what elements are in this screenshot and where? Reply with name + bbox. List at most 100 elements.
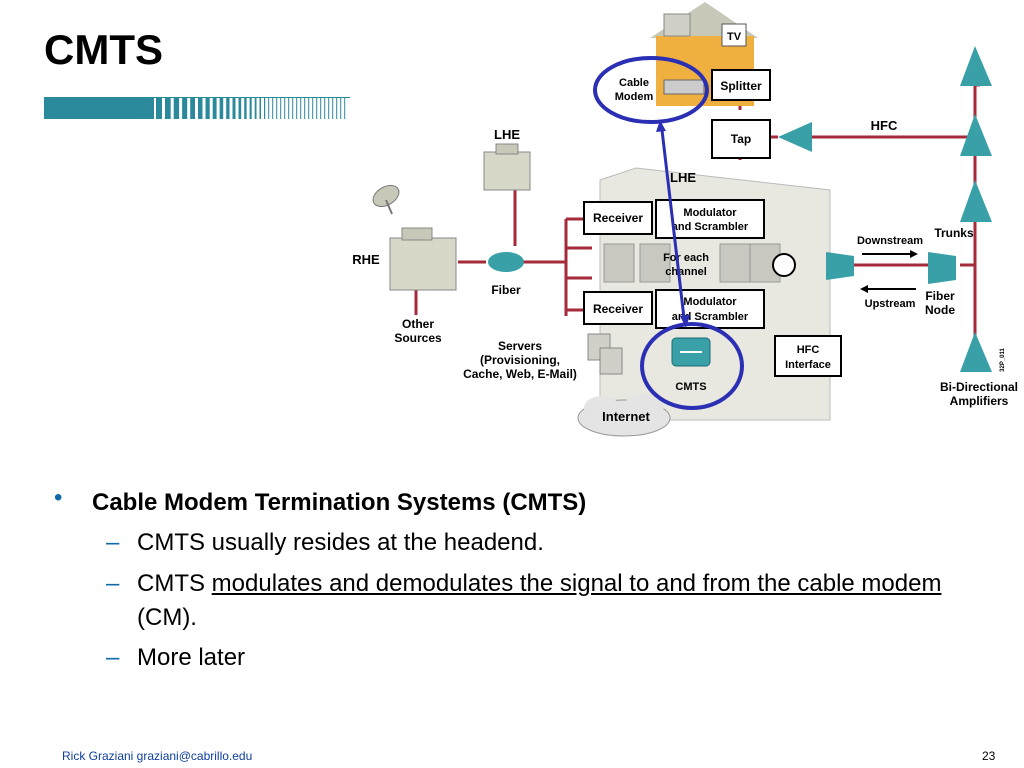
bar-tick: [328, 97, 330, 119]
bar-tick: [205, 97, 210, 119]
receiver-box-2: [583, 291, 653, 325]
satellite-dish-icon: [372, 185, 400, 215]
for-each-label-1: For each: [663, 252, 709, 264]
servers-label-1: Servers: [498, 339, 542, 353]
bar-tick: [182, 97, 188, 119]
bar-tick: [219, 97, 224, 119]
sub-bullet-3: More later: [137, 644, 246, 671]
rhe-building-icon: [389, 227, 457, 291]
cable-modem-icon: [663, 79, 705, 95]
receiver-label-1: Receiver: [593, 211, 643, 225]
sub-bullet-2-underlined: modulates and demodulates the signal to …: [211, 570, 942, 597]
lhe-top-building-icon: [483, 143, 531, 191]
other-sources-label-1: Other: [402, 317, 434, 331]
bar-tick: [244, 97, 247, 119]
bar-tick: [296, 97, 298, 119]
amplifier-icon: [960, 180, 992, 222]
modulator-box-2: [655, 289, 765, 329]
cmts-label: CMTS: [675, 381, 706, 393]
receiver-label-2: Receiver: [593, 302, 643, 316]
amplifier-icon: [960, 46, 992, 86]
modulator-label-1b: and Scrambler: [672, 221, 749, 233]
amplifier-icon: [960, 332, 992, 372]
rhe-label: RHE: [352, 252, 380, 267]
downstream-label: Downstream: [857, 235, 923, 247]
upstream-label: Upstream: [865, 298, 916, 310]
modulator-label-1a: Modulator: [683, 207, 737, 219]
internet-cloud-icon: [577, 394, 671, 437]
bar-tick: [300, 97, 302, 119]
bar-tick: [336, 97, 338, 119]
bar-tick: [212, 97, 217, 119]
bar-tick: [316, 97, 318, 119]
amplifiers-label-1: Bi-Directional: [940, 380, 1018, 394]
bar-tick: [344, 97, 346, 119]
sub-bullet-1: CMTS usually resides at the headend.: [137, 529, 544, 556]
fiber-label: Fiber: [491, 283, 521, 297]
cmts-device-icon: [671, 337, 711, 367]
cmts-network-diagram: TV Cable Modem Splitter Tap HFC Trunks B…: [352, 2, 1018, 437]
hfc-interface-box: [774, 335, 842, 377]
internet-label: Internet: [602, 409, 650, 424]
dash-marker: –: [106, 529, 120, 556]
bar-tick: [332, 97, 334, 119]
arrowhead-up: [656, 120, 666, 132]
bar-tick: [173, 97, 180, 119]
bar-tick: [254, 97, 257, 119]
bar-tick: [324, 97, 326, 119]
sub-bullet-2-suffix: (CM).: [137, 604, 197, 631]
bar-tick: [276, 97, 278, 119]
tv-label: TV: [727, 31, 742, 43]
modulator-label-2b: and Scrambler: [672, 311, 749, 323]
lhe-label-mid: LHE: [670, 170, 696, 185]
sub-bullet-2: CMTS modulates and demodulates the signa…: [137, 567, 997, 635]
receiver-box-1: [583, 201, 653, 235]
bar-tick: [320, 97, 322, 119]
slide-title: CMTS: [44, 26, 163, 73]
hfc-interface-label-2: Interface: [785, 359, 831, 371]
servers-icon: [587, 333, 623, 375]
dash-marker: –: [106, 644, 120, 671]
bar-tick: [292, 97, 294, 119]
cmts-to-modem-arrow: [660, 129, 686, 319]
bar-tick: [232, 97, 236, 119]
fiber-node-label-2: Node: [925, 303, 955, 317]
cable-modem-highlight-circle: [593, 56, 709, 124]
bar-tick: [259, 97, 261, 119]
fiber-router-icon: [488, 252, 524, 272]
bar-tick: [340, 97, 342, 119]
splitter-label: Splitter: [720, 79, 762, 93]
fiber-node-icon: [928, 252, 956, 284]
servers-label-2: (Provisioning,: [480, 353, 560, 367]
sub-bullet-2-prefix: CMTS: [137, 570, 212, 597]
bar-tick: [288, 97, 290, 119]
servers-label-3: Cache, Web, E-Mail): [463, 367, 577, 381]
downstream-arrowhead: [910, 250, 918, 258]
bar-tick: [268, 97, 270, 119]
lhe-label-top: LHE: [494, 127, 520, 142]
hfc-interface-label-1: HFC: [797, 344, 820, 356]
figure-id: 32P_011: [1000, 347, 1006, 371]
bar-tick: [264, 97, 266, 119]
hfc-label: HFC: [871, 118, 898, 133]
modulator-label-2a: Modulator: [683, 296, 737, 308]
upstream-arrowhead: [860, 285, 868, 293]
trunks-label: Trunks: [934, 226, 974, 240]
footer-author: Rick Graziani graziani@cabrillo.edu: [62, 749, 253, 763]
dash-marker: –: [106, 570, 120, 597]
amplifier-icon: [960, 114, 992, 156]
diplexer-icon: [826, 252, 854, 280]
page-number: 23: [982, 749, 996, 763]
other-sources-label-2: Sources: [394, 331, 442, 345]
amplifier-icon: [778, 122, 812, 152]
bar-tick: [238, 97, 242, 119]
for-each-label-2: channel: [665, 266, 707, 278]
bullet-marker: •: [54, 484, 63, 511]
bar-tick: [249, 97, 252, 119]
amplifiers-label-2: Amplifiers: [950, 394, 1009, 408]
splitter-box: [711, 69, 771, 101]
cable-modem-label-2: Modem: [615, 91, 654, 103]
bar-tick: [190, 97, 195, 119]
bar-tick: [198, 97, 203, 119]
